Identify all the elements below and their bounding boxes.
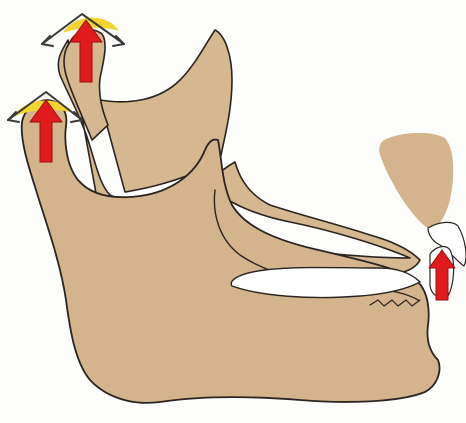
- front-mandible-half: [22, 100, 440, 403]
- upper-incisor: [379, 133, 453, 230]
